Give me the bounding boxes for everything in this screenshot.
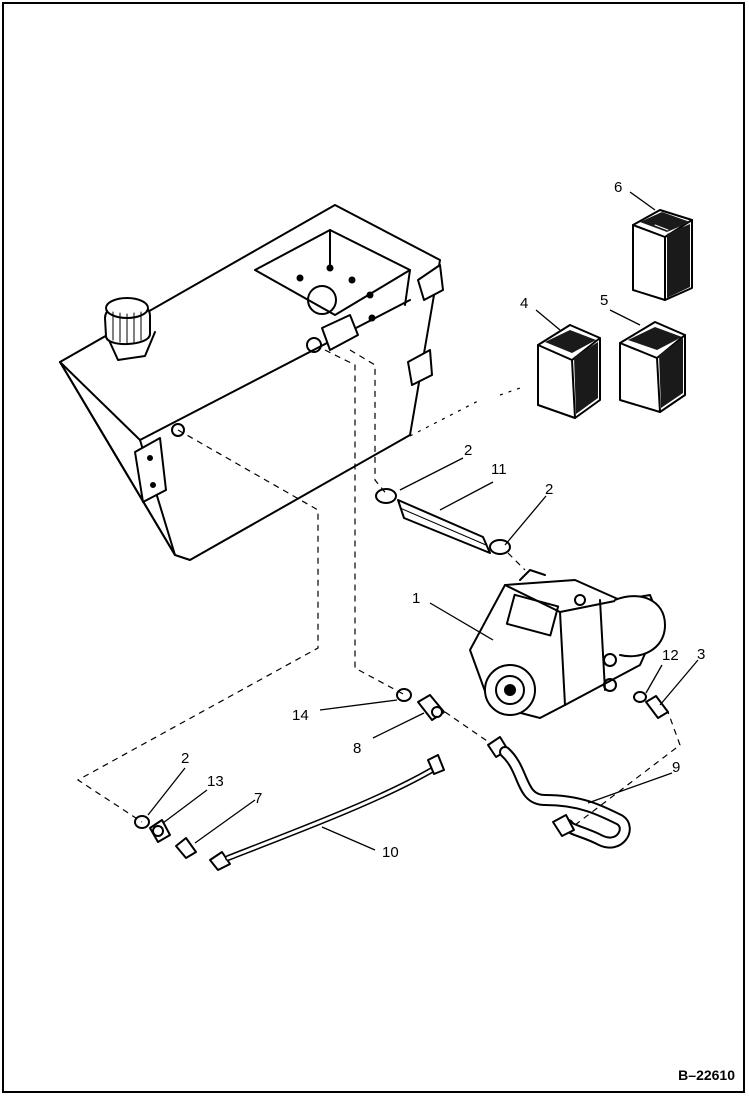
callout-6: 6 (614, 179, 622, 196)
callout-2-lower: 2 (181, 750, 189, 767)
callout-labels: 1 2 2 2 3 4 5 6 7 8 9 10 11 12 13 14 (181, 179, 705, 861)
callout-2-upper: 2 (464, 442, 472, 459)
filter-elements (537, 209, 693, 419)
filler-cap (104, 297, 156, 361)
callout-1: 1 (412, 590, 420, 607)
callout-2-clamp: 2 (545, 481, 553, 498)
fitting-8 (417, 694, 445, 721)
callout-7: 7 (254, 790, 262, 807)
callout-13: 13 (207, 773, 224, 790)
assembly-lines (76, 349, 681, 826)
callout-8: 8 (353, 740, 361, 757)
callout-9: 9 (672, 759, 680, 776)
callout-12: 12 (662, 647, 679, 664)
filter-5 (619, 321, 686, 413)
hydraulic-pump (469, 569, 666, 719)
callout-5: 5 (600, 292, 608, 309)
fitting-13 (149, 819, 171, 843)
leader-lines (147, 191, 699, 851)
callout-14: 14 (292, 707, 309, 724)
o-ring-2-lower (134, 815, 150, 829)
hose-10 (209, 754, 445, 871)
filter-6 (632, 209, 693, 301)
suction-hose (375, 488, 511, 555)
hose-9 (487, 736, 631, 849)
callout-10: 10 (382, 844, 399, 861)
fitting-7 (175, 837, 197, 859)
callout-4: 4 (520, 295, 528, 312)
filter-4 (537, 324, 601, 419)
callout-3: 3 (697, 646, 705, 663)
hose-clamp-lower (489, 539, 511, 555)
o-ring-14 (396, 688, 412, 702)
hydraulic-tank (59, 204, 444, 561)
callout-11: 11 (491, 461, 507, 478)
o-ring-12 (633, 691, 647, 703)
figure-reference-code: B–22610 (678, 1067, 735, 1083)
hose-clamp-upper (375, 488, 397, 504)
